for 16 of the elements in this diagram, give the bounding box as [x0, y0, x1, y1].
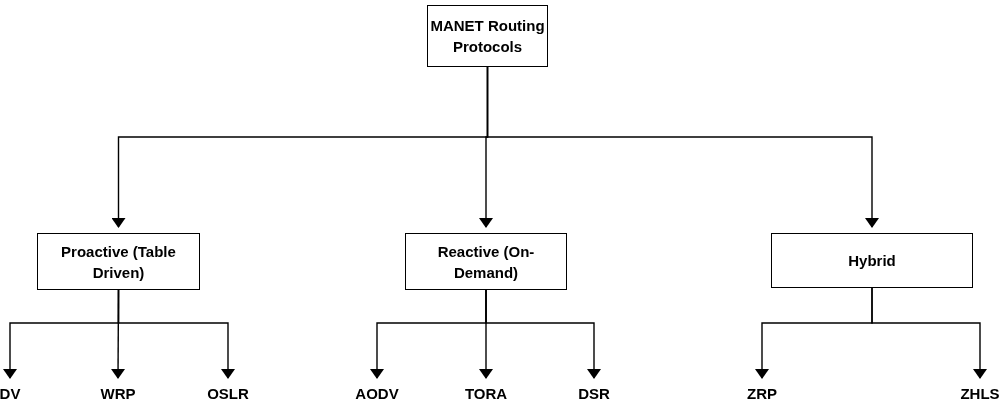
protocol-label: DV [0, 384, 21, 404]
protocol-label: AODV [355, 384, 399, 404]
protocol-label: DSR [575, 384, 613, 404]
category-box: Reactive (On-Demand) [405, 233, 567, 290]
protocol-label: ZHLS [957, 384, 1003, 404]
protocol-label: OSLR [206, 384, 250, 404]
category-box: Proactive (Table Driven) [37, 233, 200, 290]
protocol-label: ZRP [742, 384, 782, 404]
protocol-label: WRP [98, 384, 138, 404]
protocol-label: TORA [464, 384, 508, 404]
category-box: Hybrid [771, 233, 973, 288]
arrow [117, 289, 235, 379]
arrow [485, 289, 601, 379]
arrow [871, 287, 987, 379]
arrow [486, 66, 879, 228]
category-box: MANET Routing Protocols [427, 5, 548, 67]
